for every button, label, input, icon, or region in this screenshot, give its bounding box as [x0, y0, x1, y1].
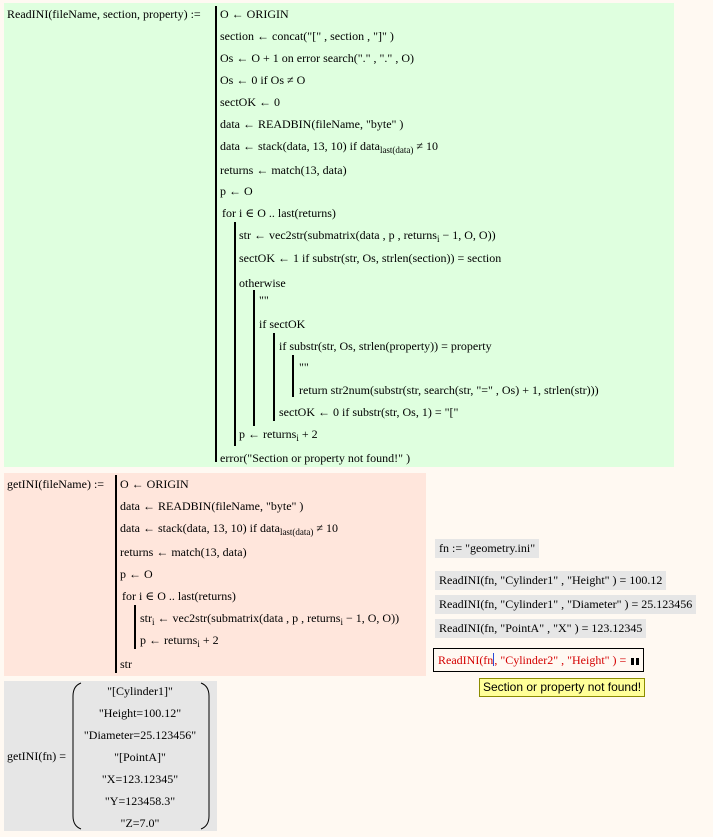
code-line: error("Section or property not found!" ): [220, 451, 411, 465]
loop-bar: [134, 605, 136, 649]
vector-element: "[Cylinder1]": [107, 684, 173, 698]
vector-element: "Diameter=25.123456": [83, 728, 197, 742]
code-line: for i ∈ O .. last(returns): [222, 206, 336, 220]
program-bar: [115, 475, 117, 673]
code-line: if sectOK: [259, 317, 306, 331]
subscript: last(data): [379, 145, 414, 155]
inner-if-bar: [292, 355, 294, 397]
result-label: getINI(fn) =: [7, 749, 67, 763]
vector-element: "X=123.12345": [101, 772, 179, 786]
if-bar: [273, 333, 275, 421]
code-text: p ← returns: [140, 633, 198, 647]
program-bar: [215, 6, 217, 462]
code-line: "": [259, 293, 269, 307]
code-text: − 1, O, O: [342, 611, 392, 625]
code-line: str ← vec2str(submatrix(data , p , retur…: [239, 228, 496, 244]
code-line: p ← O: [120, 567, 153, 581]
code-line: str: [120, 657, 132, 671]
code-line: returns ← match(13, data): [120, 545, 247, 559]
code-text: − 1, O, O: [439, 228, 488, 242]
code-line: data ← READBIN(fileName, "byte" ): [120, 499, 304, 513]
code-line: data ← READBIN(fileName, "byte" ): [220, 117, 404, 131]
error-expr-prefix: ReadINI(fn: [438, 653, 494, 667]
readini-header: ReadINI(fileName, section, property) :=: [7, 7, 201, 21]
right-paren: [200, 682, 210, 830]
eval-error[interactable]: ReadINI(fn, "Cylinder2" , "Height" ) =: [433, 648, 645, 672]
vector-element: "Z=7.0": [120, 816, 160, 830]
code-text: + 2: [298, 427, 318, 441]
subscript: last(data): [279, 527, 314, 537]
getini-header: getINI(fileName) :=: [7, 477, 105, 491]
code-line: data ← stack(data, 13, 10) if datalast(d…: [220, 139, 439, 155]
code-text: + 2: [199, 633, 219, 647]
vector-element: "Height=100.12": [98, 706, 182, 720]
code-line: O ← ORIGIN: [220, 7, 289, 21]
subscript: i: [152, 617, 155, 627]
code-line: data ← stack(data, 13, 10) if datalast(d…: [120, 521, 339, 537]
placeholder: [631, 658, 635, 665]
code-text: p ← returns: [239, 427, 297, 441]
code-line: O ← ORIGIN: [120, 477, 189, 491]
left-paren: [72, 682, 82, 830]
code-text: ≠ 10: [313, 521, 339, 535]
code-line: section ← concat("[" , section , "]" ): [220, 29, 394, 43]
error-tooltip: Section or property not found!: [479, 678, 646, 697]
code-text: data ← stack(data, 13, 10) if data: [220, 139, 380, 153]
code-line: p ← returnsi + 2: [140, 633, 219, 649]
getini-definition-region[interactable]: getINI(fileName) := O ← ORIGIN data ← RE…: [4, 473, 426, 676]
code-line: "": [299, 360, 309, 374]
eval-diameter[interactable]: ReadINI(fn, "Cylinder1" , "Diameter" ) =…: [435, 595, 697, 614]
code-line: Os ← O + 1 on error search("." , "." , O…: [220, 51, 414, 65]
code-line: Os ← 0 if Os ≠ O: [220, 73, 306, 87]
code-line: for i ∈ O .. last(returns): [122, 589, 236, 603]
code-text: ≠ 10: [413, 139, 439, 153]
code-line: returns ← match(13, data): [220, 163, 347, 177]
subscript: i: [436, 234, 440, 244]
subscript: i: [197, 639, 200, 649]
code-line: p ← O: [220, 184, 253, 198]
code-line: sectOK ← 0 if substr(str, Os, 1) = "[": [279, 405, 459, 419]
vector-element: "[PointA]": [114, 750, 166, 764]
error-expr-suffix: , "Cylinder2" , "Height" ) =: [494, 653, 627, 667]
placeholder: [636, 658, 640, 665]
subscript: i: [340, 617, 343, 627]
code-line: if substr(str, Os, strlen(property)) = p…: [279, 339, 492, 353]
code-text: str: [140, 611, 152, 625]
eval-x[interactable]: ReadINI(fn, "PointA" , "X" ) = 123.12345: [435, 619, 647, 638]
getini-result-region[interactable]: getINI(fn) = "[Cylinder1]" "Height=100.1…: [4, 681, 217, 831]
code-line: stri ← vec2str(submatrix(data , p , retu…: [140, 611, 400, 627]
code-text: data ← stack(data, 13, 10) if data: [120, 521, 280, 535]
code-line: otherwise: [239, 276, 286, 290]
loop-bar: [234, 222, 236, 446]
code-text: str ← vec2str(submatrix(data , p , retur…: [239, 228, 437, 242]
eval-height[interactable]: ReadINI(fn, "Cylinder1" , "Height" ) = 1…: [435, 571, 667, 590]
code-line: sectOK ← 0: [220, 95, 280, 109]
otherwise-bar: [253, 290, 255, 426]
code-line: return str2num(substr(str, search(str, "…: [299, 383, 599, 397]
vector-element: "Y=123458.3": [104, 794, 176, 808]
subscript: i: [296, 433, 299, 443]
readini-definition-region[interactable]: ReadINI(fileName, section, property) := …: [4, 3, 674, 467]
code-line: p ← returnsi + 2: [239, 427, 318, 443]
code-line: sectOK ← 1 if substr(str, Os, strlen(sec…: [239, 251, 502, 265]
text-cursor: [493, 653, 495, 666]
code-text: ← vec2str(submatrix(data , p , returns: [154, 611, 341, 625]
fn-definition[interactable]: fn := "geometry.ini": [435, 539, 540, 558]
